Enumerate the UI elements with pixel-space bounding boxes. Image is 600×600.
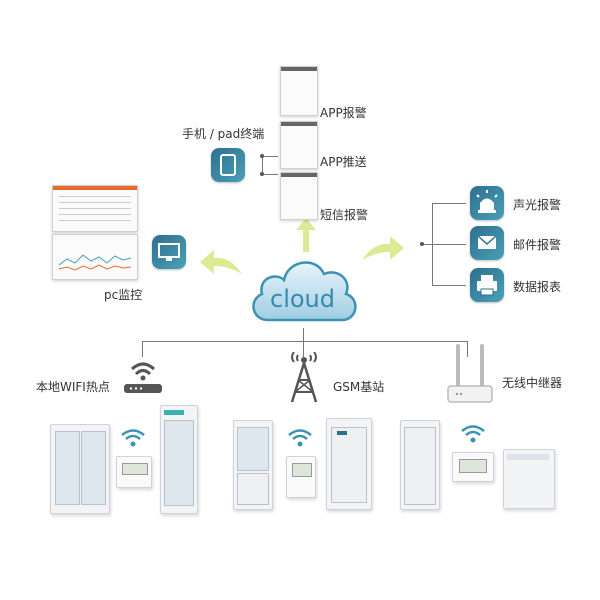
wifi-signal-icon-1 — [121, 429, 145, 447]
repeater-label: 无线中继器 — [502, 376, 563, 390]
wireless-repeater-icon — [447, 344, 493, 403]
mobile-bracket — [262, 156, 263, 174]
temperature-logger-2 — [286, 456, 316, 498]
wifi-signal-icon-3 — [461, 425, 485, 443]
wifi-hotspot-label: 本地WIFI热点 — [36, 380, 110, 394]
wifi-signal-icon-2 — [288, 429, 312, 447]
mobile-item-label-3: 短信报警 — [320, 208, 369, 222]
alarm-label-3: 数据报表 — [513, 280, 562, 294]
cloud-label: cloud — [270, 285, 335, 313]
cloud-shape — [252, 261, 357, 322]
pharmacy-fridge — [233, 420, 273, 510]
alarm-label-1: 声光报警 — [513, 198, 562, 212]
alarm-label-2: 邮件报警 — [513, 238, 562, 252]
arrow-to-pc — [200, 250, 242, 274]
temperature-logger-1 — [116, 456, 152, 488]
siren-icon — [470, 186, 504, 220]
mobile-item-label-2: APP推送 — [320, 155, 367, 169]
monitor-icon — [152, 235, 186, 269]
phone-screenshot-3 — [280, 172, 318, 220]
gsm-station-label: GSM基站 — [333, 380, 385, 394]
cloud-stem — [303, 328, 304, 341]
temperature-logger-3 — [452, 452, 494, 482]
mobile-item-label-1: APP报警 — [320, 106, 367, 120]
wifi-router-icon — [124, 362, 162, 393]
phone-screenshot-1 — [280, 66, 318, 116]
tablet-icon — [211, 148, 245, 182]
arrow-to-mobile — [296, 218, 316, 252]
double-door-fridge — [50, 424, 110, 514]
ultra-low-freezer-1 — [326, 418, 372, 510]
pc-label: pc监控 — [104, 288, 143, 302]
mobile-label: 手机 / pad终端 — [182, 127, 265, 141]
mail-icon — [470, 226, 504, 260]
vertical-freezer — [400, 420, 440, 510]
phone-screenshot-2 — [280, 121, 318, 169]
network-bus — [142, 341, 468, 342]
gsm-tower-icon — [290, 352, 318, 403]
printer-icon — [470, 268, 504, 302]
chest-freezer — [503, 449, 555, 509]
arrow-to-alarms — [362, 236, 404, 260]
pc-screenshot-table — [52, 185, 138, 232]
single-door-fridge-1 — [160, 405, 198, 514]
pc-screenshot-chart — [52, 234, 138, 280]
